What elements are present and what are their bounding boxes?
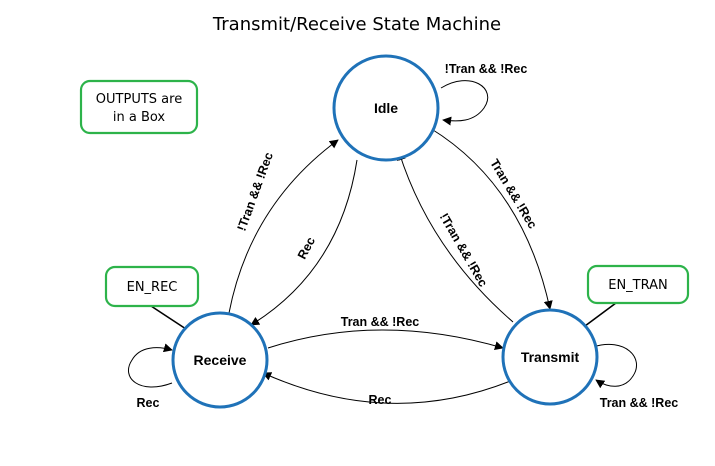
edge-transmit-to-receive (262, 372, 514, 404)
edge-transmit-to-idle (397, 151, 514, 323)
output-link-receive (150, 305, 187, 330)
label-idle-to-transmit: Tran && !Rec (487, 157, 539, 232)
legend-box: OUTPUTS are in a Box (79, 79, 199, 135)
diagram-title: Transmit/Receive State Machine (212, 14, 501, 35)
label-receive-self: Rec (137, 396, 160, 410)
state-label-idle: Idle (374, 100, 398, 116)
label-receive-to-idle: !Tran && !Rec (235, 150, 276, 233)
label-transmit-to-idle: !Tran && !Rec (437, 211, 490, 290)
legend-line-1: OUTPUTS are (96, 92, 182, 107)
label-receive-to-transmit: Tran && !Rec (341, 315, 420, 329)
output-link-transmit (584, 299, 621, 327)
state-idle: Idle (332, 54, 440, 162)
state-label-transmit: Transmit (521, 349, 580, 365)
output-box-transmit: EN_TRAN (586, 264, 690, 305)
label-transmit-self: Tran && !Rec (600, 396, 679, 410)
edge-transmit-self (592, 343, 638, 389)
edge-idle-to-transmit (429, 127, 553, 310)
edge-receive-self (127, 343, 173, 388)
label-transmit-to-receive: Rec (369, 393, 392, 407)
legend-line-2: in a Box (113, 110, 166, 125)
output-box-receive: EN_REC (104, 265, 200, 308)
edge-receive-to-transmit (267, 329, 504, 351)
state-transmit: Transmit (501, 308, 599, 406)
edge-receive-to-idle (228, 139, 339, 314)
state-receive: Receive (171, 311, 269, 409)
edge-idle-self (440, 80, 489, 126)
label-idle-self: !Tran && !Rec (445, 62, 528, 76)
state-label-receive: Receive (194, 352, 247, 368)
label-idle-to-receive: Rec (295, 235, 318, 262)
output-label-receive: EN_REC (127, 280, 178, 295)
output-label-transmit: EN_TRAN (608, 278, 668, 293)
edge-idle-to-receive (250, 159, 358, 326)
